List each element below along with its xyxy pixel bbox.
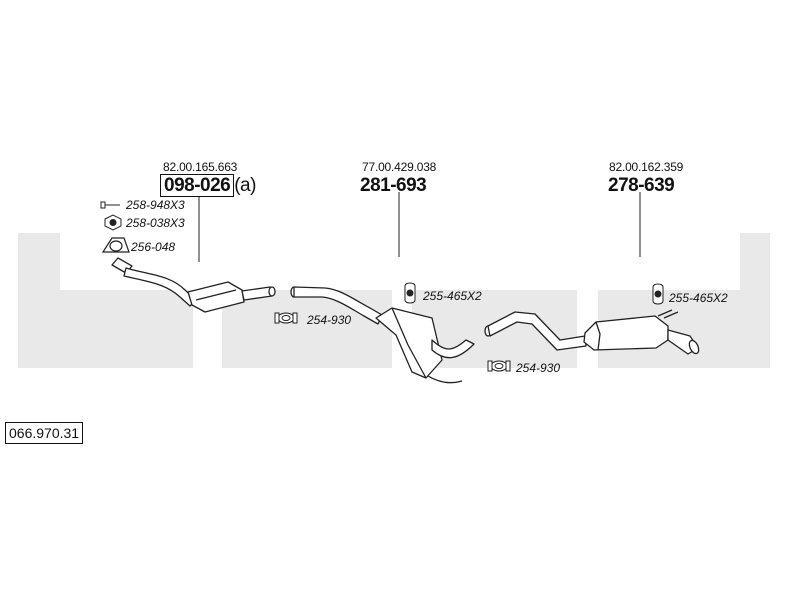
rear-silencer bbox=[484, 309, 700, 355]
part-number: 098-026(a) bbox=[160, 174, 256, 197]
accessory-code: 254-930 bbox=[516, 361, 561, 375]
oe-number: 77.00.429.038 bbox=[362, 160, 437, 174]
gasket-icon bbox=[101, 237, 130, 253]
accessory-code: 255-465X2 bbox=[423, 289, 482, 303]
accessory-code: 256-048 bbox=[131, 240, 176, 254]
front-pipe-catalyst bbox=[111, 257, 276, 313]
bolt-icon bbox=[100, 201, 120, 209]
clamp-icon bbox=[487, 360, 511, 372]
clamp-icon bbox=[274, 312, 298, 324]
rubber-mount-icon bbox=[404, 282, 416, 304]
accessory-code: 258-038X3 bbox=[126, 216, 185, 230]
accessory-code: 255-465X2 bbox=[669, 291, 728, 305]
rubber-mount-icon bbox=[652, 283, 664, 305]
accessory-code: 254-930 bbox=[307, 313, 352, 327]
accessory-code: 258-948X3 bbox=[126, 198, 185, 212]
part-number-box: 098-026 bbox=[160, 174, 235, 197]
leader-lines bbox=[198, 192, 641, 262]
oe-number: 82.00.162.359 bbox=[609, 160, 684, 174]
part-suffix: (a) bbox=[234, 175, 256, 196]
part-number: 278-639 bbox=[608, 175, 675, 196]
part-number: 281-693 bbox=[360, 175, 427, 196]
centre-silencer bbox=[290, 286, 475, 384]
oe-number: 82.00.165.663 bbox=[163, 160, 238, 174]
diagram-id: 066.970.31 bbox=[5, 422, 84, 444]
nut-icon bbox=[104, 214, 122, 231]
